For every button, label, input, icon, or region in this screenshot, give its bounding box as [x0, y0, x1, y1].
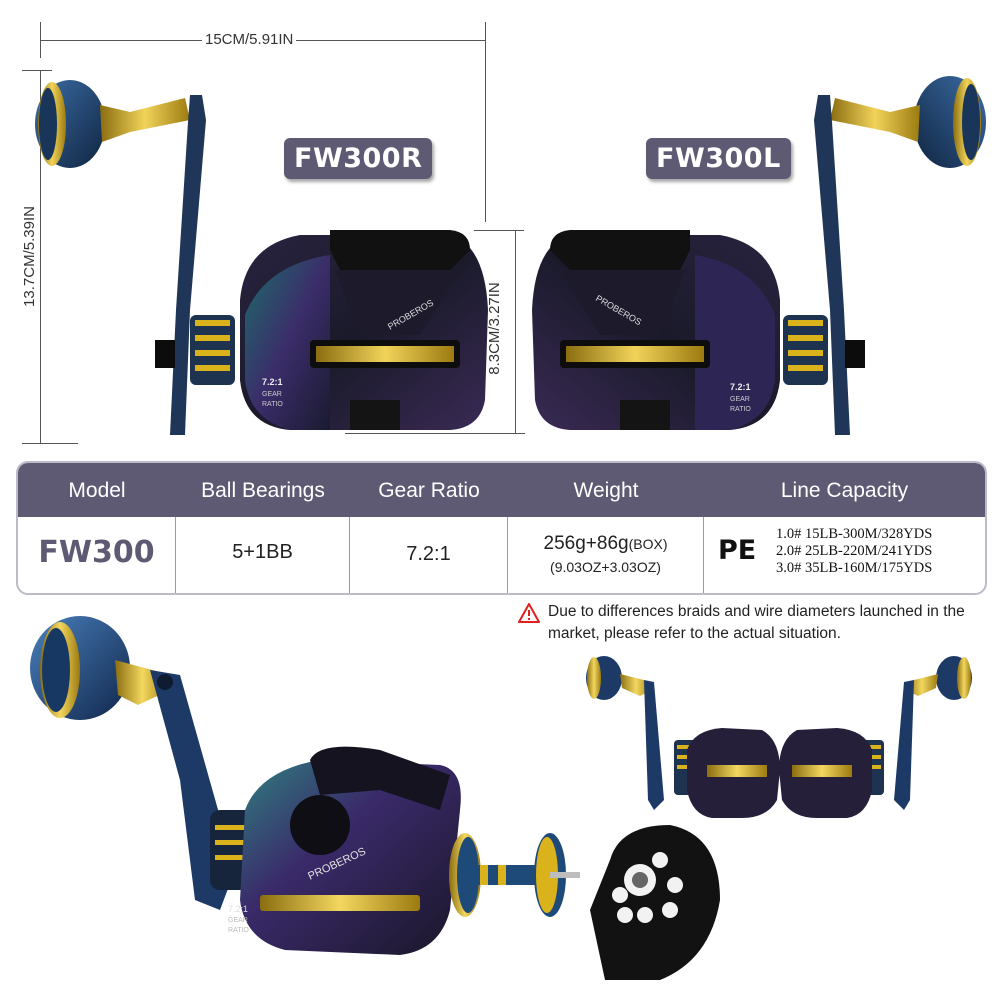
reel-pair-image [586, 656, 972, 818]
capacity-line: 1.0# 15LB-300M/328YDS [776, 526, 933, 542]
header-model: Model [68, 479, 126, 502]
reel-left-hand-image: PROBEROS 7.2:1 GEAR RATIO [532, 76, 986, 435]
weight-box-label: (BOX) [628, 536, 668, 552]
exploded-ratio: 7.2:1 [228, 904, 248, 914]
reel-right-ratio: 7.2:1 [262, 377, 283, 387]
weight-oz-value: (9.03OZ+3.03OZ) [550, 559, 661, 575]
warning-triangle-icon [518, 603, 540, 623]
cell-line-capacity: PE 1.0# 15LB-300M/328YDS 2.0# 25LB-220M/… [704, 517, 985, 593]
reel-exploded-view-image: PROBEROS 7.2:1 GEAR RATIO [30, 616, 720, 980]
reel-right-gear: GEAR [262, 391, 282, 398]
exploded-gear: GEAR [228, 917, 248, 924]
weight-value: 256g+86g [543, 533, 629, 554]
cell-bearings: 5+1BB [176, 517, 350, 593]
header-weight: Weight [573, 479, 639, 502]
model-tag-right: FW300R [284, 138, 433, 179]
spec-table-row: FW300 5+1BB 7.2:1 256g+86g(BOX) (9.03OZ+… [18, 517, 985, 593]
reel-left-gear: GEAR [730, 396, 750, 403]
reel-right-hand-image: PROBEROS 7.2:1 GEAR RATIO [35, 80, 488, 435]
cell-weight: 256g+86g(BOX) (9.03OZ+3.03OZ) [508, 517, 704, 593]
capacity-line: 2.0# 25LB-220M/241YDS [776, 543, 933, 559]
capacity-line: 3.0# 35LB-160M/175YDS [776, 560, 933, 576]
reel-left-ratio: 7.2:1 [730, 382, 751, 392]
header-ball-bearings: Ball Bearings [201, 479, 325, 502]
bearings-value: 5+1BB [232, 541, 293, 563]
reel-right-ratio-word: RATIO [262, 401, 283, 408]
header-line-capacity: Line Capacity [780, 479, 909, 502]
warning-text: Due to differences braids and wire diame… [548, 603, 965, 642]
spec-table-header: Model Ball Bearings Gear Ratio Weight Li… [18, 463, 985, 517]
reel-left-ratio-word: RATIO [730, 406, 751, 413]
cell-gear-ratio: 7.2:1 [350, 517, 508, 593]
exploded-ratio-word: RATIO [228, 927, 249, 934]
cell-model: FW300 [18, 517, 176, 593]
line-type: PE [718, 535, 757, 566]
model-value: FW300 [38, 535, 155, 570]
model-tag-left: FW300L [646, 138, 791, 179]
spec-table: Model Ball Bearings Gear Ratio Weight Li… [16, 461, 987, 595]
header-gear-ratio: Gear Ratio [378, 479, 480, 502]
gear-ratio-value: 7.2:1 [406, 543, 451, 565]
width-label: 15CM/5.91IN [202, 31, 297, 48]
